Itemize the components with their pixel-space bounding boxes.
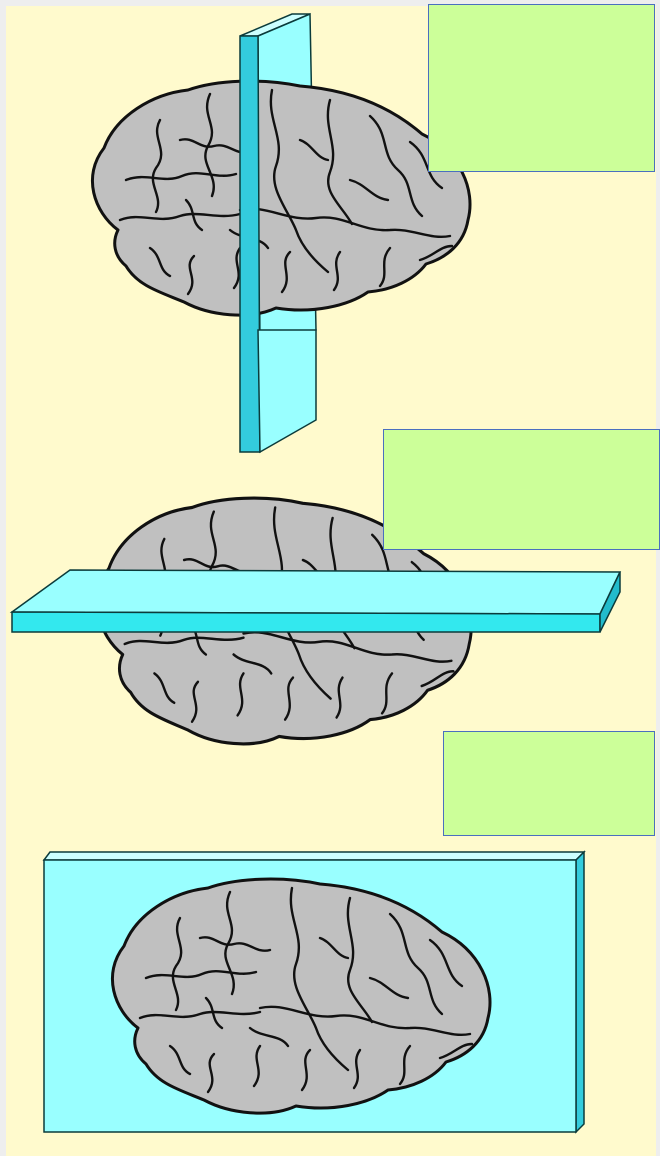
- sagittal-plane-top-edge: [44, 852, 584, 860]
- label-box-axial: [383, 429, 660, 550]
- mark: [86, 486, 100, 490]
- sagittal-plane-side-edge: [576, 852, 584, 1132]
- coronal-plane-side: [240, 36, 260, 452]
- sagittal-section-figure: [44, 852, 584, 1132]
- label-box-coronal: [428, 4, 655, 172]
- axial-plane-top-face: [12, 570, 620, 614]
- axial-plane-front-edge: [12, 612, 600, 632]
- label-box-sagittal: [443, 731, 655, 836]
